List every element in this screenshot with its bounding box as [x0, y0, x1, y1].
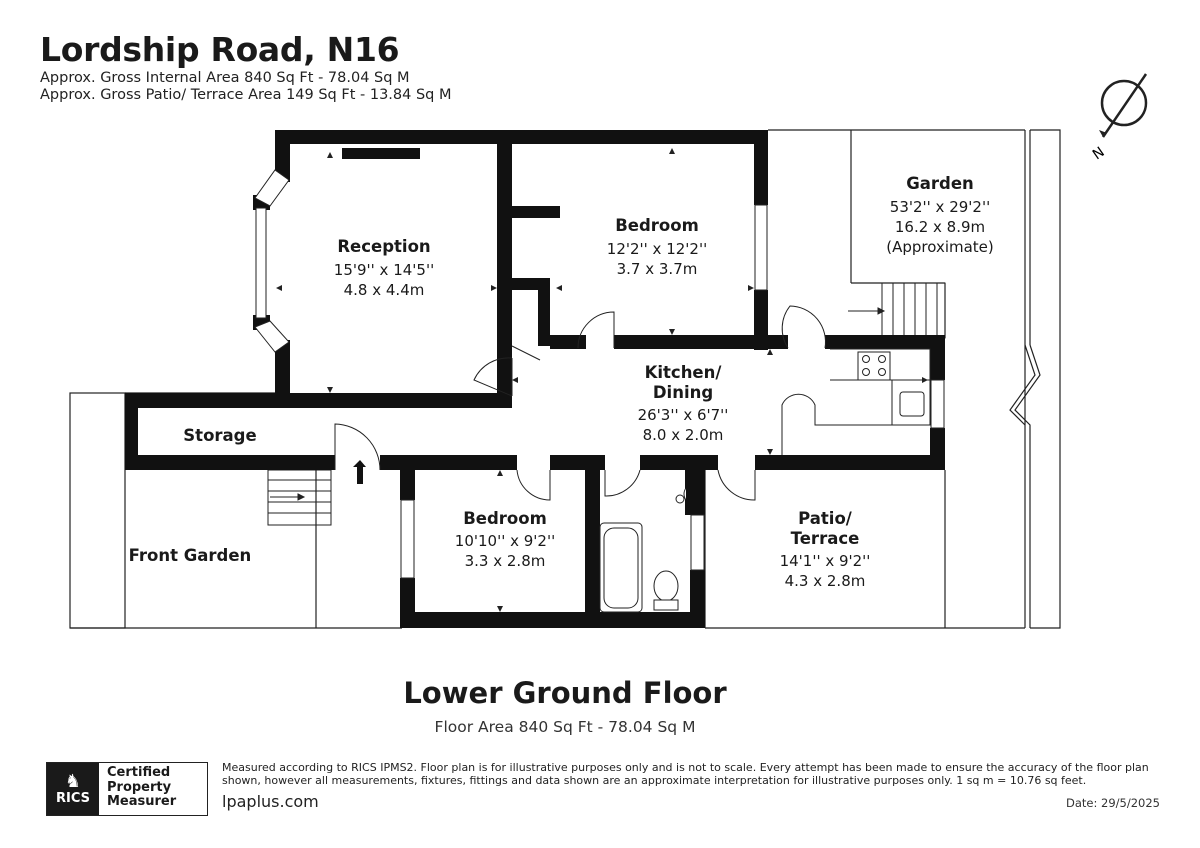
bedroom1-name: Bedroom	[615, 216, 699, 235]
patio-name-line2: Terrace	[791, 529, 860, 548]
floor-area-text: Floor Area 840 Sq Ft - 78.04 Sq M	[434, 718, 696, 736]
rics-badge: ♞ RICS Certified Property Measurer	[46, 762, 208, 816]
garden-imperial: 53'2'' x 29'2''	[890, 198, 990, 216]
patio-metric: 4.3 x 2.8m	[785, 572, 866, 590]
north-compass-icon: N	[1090, 73, 1148, 163]
plan-date: Date: 29/5/2025	[1066, 796, 1160, 810]
property-title: Lordship Road, N16	[40, 30, 400, 69]
badge-line3: Measurer	[107, 794, 177, 809]
patio-name-line1: Patio/	[798, 509, 853, 528]
bedroom2-name: Bedroom	[463, 509, 547, 528]
kitchen-metric: 8.0 x 2.0m	[643, 426, 724, 444]
internal-area-text: Approx. Gross Internal Area 840 Sq Ft - …	[40, 70, 410, 86]
bedroom1-metric: 3.7 x 3.7m	[617, 260, 698, 278]
kitchen-name-line1: Kitchen/	[645, 363, 723, 382]
patio-area-text: Approx. Gross Patio/ Terrace Area 149 Sq…	[40, 87, 452, 103]
windows	[254, 169, 945, 579]
bedroom2-metric: 3.3 x 2.8m	[465, 552, 546, 570]
toilet-icon	[653, 570, 679, 602]
garden-name: Garden	[906, 174, 974, 193]
door-swings	[334, 305, 826, 501]
kitchen-name-line2: Dining	[653, 383, 713, 402]
reception-metric: 4.8 x 4.4m	[344, 281, 425, 299]
front-garden-name: Front Garden	[129, 546, 252, 565]
rics-logo-text: RICS	[56, 790, 90, 806]
bedroom2-imperial: 10'10'' x 9'2''	[455, 532, 555, 550]
garden-note: (Approximate)	[886, 238, 994, 256]
floor-title: Lower Ground Floor	[403, 676, 727, 710]
garden-metric: 16.2 x 8.9m	[895, 218, 985, 236]
reception-imperial: 15'9'' x 14'5''	[334, 261, 434, 279]
hob-icon	[857, 351, 891, 381]
reception-name: Reception	[337, 237, 430, 256]
compass-label: N	[1090, 144, 1108, 163]
rics-logo: ♞ RICS	[47, 763, 99, 815]
rics-lion-icon: ♞	[64, 770, 82, 792]
bedroom1-imperial: 12'2'' x 12'2''	[607, 240, 707, 258]
disclaimer-text: Measured according to RICS IPMS2. Floor …	[222, 761, 1149, 787]
storage-name: Storage	[183, 426, 256, 445]
walls	[125, 130, 945, 628]
kitchen-units	[781, 348, 931, 455]
sink-icon	[899, 391, 925, 417]
front-steps-icon	[267, 469, 332, 526]
website-link[interactable]: lpaplus.com	[222, 792, 319, 811]
kitchen-imperial: 26'3'' x 6'7''	[638, 406, 729, 424]
badge-line2: Property	[107, 779, 172, 795]
basin-icon	[683, 487, 687, 501]
plan-header: Lordship Road, N16 Approx. Gross Interna…	[40, 30, 452, 104]
dimension-markers	[276, 148, 928, 612]
room-labels: Reception 15'9'' x 14'5'' 4.8 x 4.4m Bed…	[129, 174, 994, 590]
garden-steps-icon	[848, 282, 946, 339]
exterior-outlines	[69, 129, 1061, 629]
badge-line1: Certified	[107, 765, 171, 780]
rics-badge-text: Certified Property Measurer	[99, 763, 176, 815]
bathroom-fixtures	[599, 487, 687, 613]
patio-imperial: 14'1'' x 9'2''	[780, 552, 871, 570]
entrance-arrow-icon	[353, 460, 366, 484]
